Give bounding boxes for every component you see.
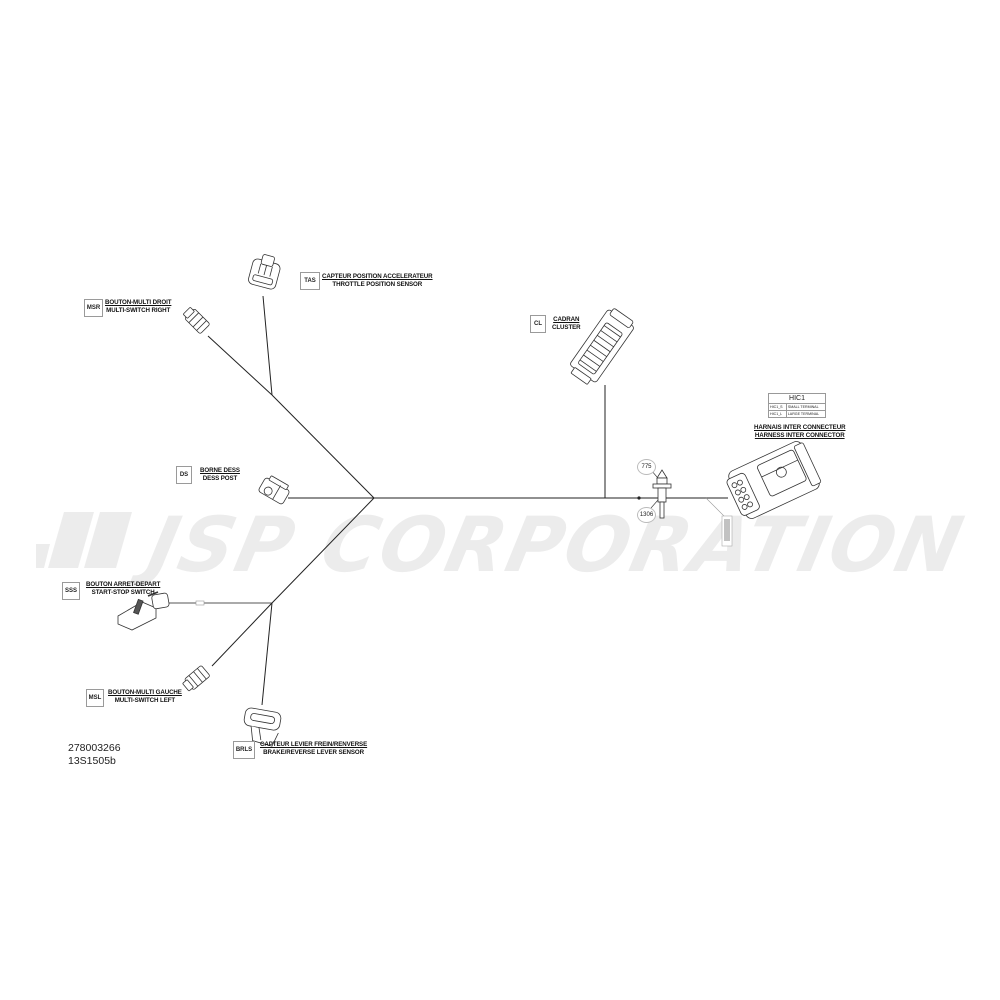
hic-label-en: HARNESS INTER CONNECTOR [754,431,845,439]
brls-connector-icon [243,707,282,747]
brls-code-box: BRLS [233,741,255,759]
fuse-holder-icon [652,469,672,519]
cl-code-box: CL [530,315,546,333]
hic1-desc: SMALL TERMINAL [785,403,827,411]
wire-to-tas [262,295,273,396]
hic1-table-title: HIC1 [768,393,826,404]
msl-label-en: MULTI-SWITCH LEFT [114,696,176,704]
tas-label-fr: CAPTEUR POSITION ACCELERATEUR [322,273,433,280]
callout-1306: 1306 [637,507,656,523]
hic-label: HARNAIS INTER CONNECTEUR HARNESS INTER C… [754,424,846,439]
wire-to-msl [211,602,273,667]
wire-lower-branch [271,497,375,604]
msl-label: BOUTON-MULTI GAUCHE MULTI-SWITCH LEFT [108,689,182,704]
msr-label-fr: BOUTON-MULTI DROIT [105,299,172,306]
cl-label-fr: CADRAN [553,316,580,323]
ds-connector-icon [258,475,290,505]
callout-775: 775 [637,459,656,475]
watermark-logo-icon [36,512,132,568]
wire-to-brls [261,602,273,706]
ds-label-en: DESS POST [202,474,238,482]
cl-label: CADRAN CLUSTER [552,316,581,331]
ds-label: BORNE DESS DESS POST [200,467,240,482]
hic-connector-icon [726,441,822,519]
hic1-pin-table: HIC1 HIC1_S SMALL TERMINAL HIC1_L LARGE … [768,393,827,418]
msr-label-en: MULTI-SWITCH RIGHT [106,306,171,314]
msl-label-fr: BOUTON-MULTI GAUCHE [108,689,182,696]
document-reference: 278003266 13S1505b [68,742,121,768]
sss-label: BOUTON ARRET-DEPART START-STOP SWITCH [86,581,160,596]
cl-label-en: CLUSTER [552,323,581,331]
cluster-connector-icon [570,308,634,385]
hic1-desc: LARGE TERMINAL [785,410,827,418]
part-number: 278003266 [68,742,121,754]
sss-switch-icon [117,591,170,631]
tas-label: CAPTEUR POSITION ACCELERATEUR THROTTLE P… [322,273,433,288]
hic-label-fr: HARNAIS INTER CONNECTEUR [754,424,846,431]
barcode-tag-icon [721,515,733,547]
msl-code-box: MSL [86,689,104,707]
tas-label-en: THROTTLE POSITION SENSOR [332,280,423,288]
sss-code-box: SSS [62,582,80,600]
msr-code-box: MSR [84,299,103,317]
hic1-pin: HIC1_L [768,410,787,418]
tas-code-box: TAS [300,272,320,290]
msl-connector-icon [182,665,210,692]
drawing-id: 13S1505b [68,755,116,767]
sss-label-fr: BOUTON ARRET-DEPART [86,581,161,588]
wire-upper-branch [271,394,375,499]
msr-connector-icon [183,307,210,334]
tas-connector-icon [248,254,281,290]
splice-dot [637,496,641,500]
sss-label-en: START-STOP SWITCH [91,588,155,596]
hic1-pin: HIC1_S [768,403,787,411]
brls-label-fr: CAPTEUR LEVIER FREIN/RENVERSE [260,741,368,748]
table-row: HIC1_S SMALL TERMINAL [768,403,827,411]
brls-label-en: BRAKE/REVERSE LEVER SENSOR [263,748,364,756]
ds-code-box: DS [176,466,192,484]
table-row: HIC1_L LARGE TERMINAL [768,410,827,418]
brls-label: CAPTEUR LEVIER FREIN/RENVERSE BRAKE/REVE… [260,741,367,756]
sss-inline-marker [195,600,205,606]
wire-to-msr [207,335,273,396]
msr-label: BOUTON-MULTI DROIT MULTI-SWITCH RIGHT [105,299,171,314]
ds-label-fr: BORNE DESS [200,467,240,474]
